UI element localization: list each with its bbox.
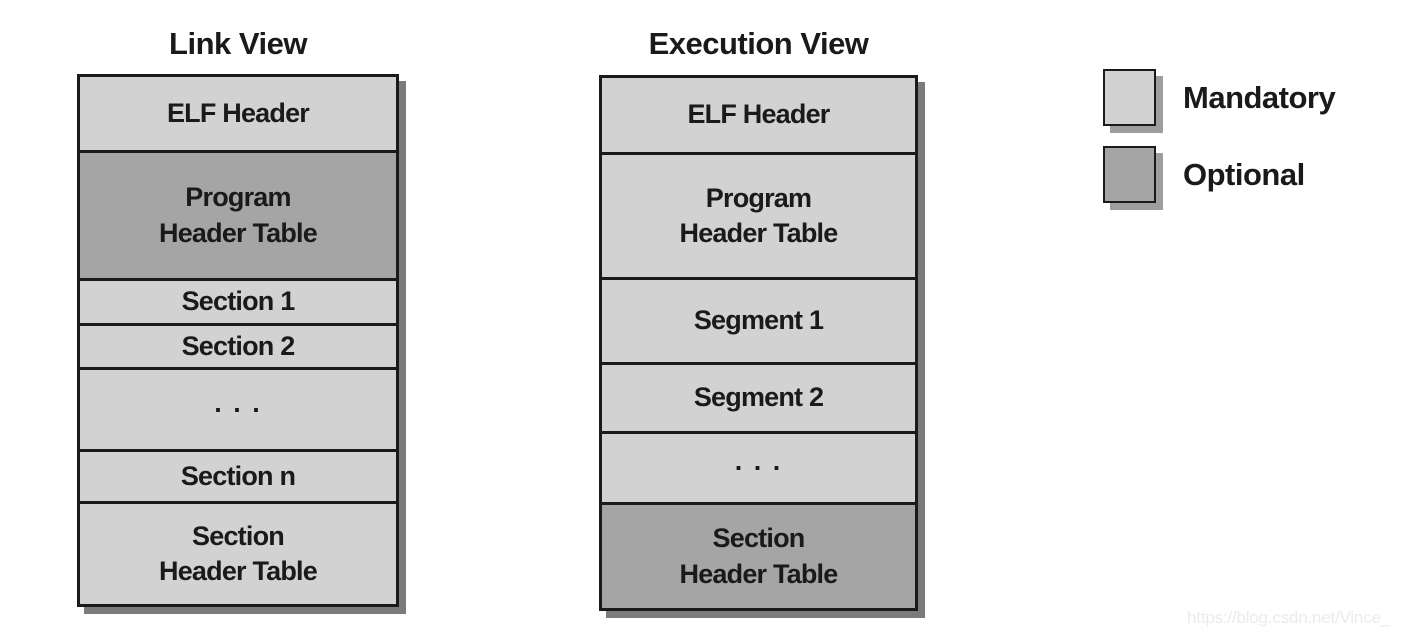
row-label: ELF Header: [687, 99, 830, 130]
legend: Mandatory Optional: [1103, 69, 1336, 223]
exec-row-segment-2: Segment 2: [602, 362, 915, 431]
link-row-program-header-table: Program Header Table: [80, 150, 396, 278]
exec-row-ellipsis: . . .: [602, 431, 915, 502]
row-label: ELF Header: [166, 97, 310, 128]
legend-label-mandatory: Mandatory: [1183, 79, 1336, 115]
optional-swatch: [1103, 146, 1156, 203]
link-row-section-1: Section 1: [80, 278, 396, 323]
exec-row-program-header-table: Program Header Table: [602, 152, 915, 277]
link-row-ellipsis: . . .: [80, 367, 396, 449]
watermark-url: https://blog.csdn.net/Vince_: [1187, 608, 1390, 627]
row-label: Section Header Table: [159, 520, 318, 586]
execution-view-stack: ELF Header Program Header Table Segment …: [599, 75, 918, 611]
legend-item-optional: Optional: [1103, 146, 1335, 203]
row-label: . . .: [734, 446, 783, 477]
mandatory-swatch: [1103, 69, 1156, 126]
row-label: Section n: [180, 460, 296, 491]
legend-item-mandatory: Mandatory: [1103, 69, 1336, 126]
legend-label-optional: Optional: [1183, 156, 1305, 192]
row-label: Section 2: [181, 330, 296, 361]
link-row-section-header-table: Section Header Table: [80, 501, 396, 604]
row-label: Section Header Table: [679, 523, 839, 589]
row-label: Program Header Table: [679, 182, 839, 248]
execution-view-title: Execution View: [648, 26, 869, 61]
row-label: Segment 1: [693, 305, 824, 336]
exec-row-elf-header: ELF Header: [602, 78, 915, 152]
exec-row-segment-1: Segment 1: [602, 277, 915, 362]
row-label: Segment 2: [693, 382, 824, 413]
link-row-section-2: Section 2: [80, 323, 396, 367]
row-label: . . .: [214, 387, 262, 418]
link-view-title: Link View: [169, 26, 307, 61]
row-label: Program Header Table: [159, 182, 318, 248]
link-view-stack: ELF Header Program Header Table Section …: [77, 74, 399, 607]
link-row-section-n: Section n: [80, 449, 396, 501]
exec-row-section-header-table: Section Header Table: [602, 502, 915, 608]
link-row-elf-header: ELF Header: [80, 77, 396, 150]
row-label: Section 1: [181, 286, 296, 317]
